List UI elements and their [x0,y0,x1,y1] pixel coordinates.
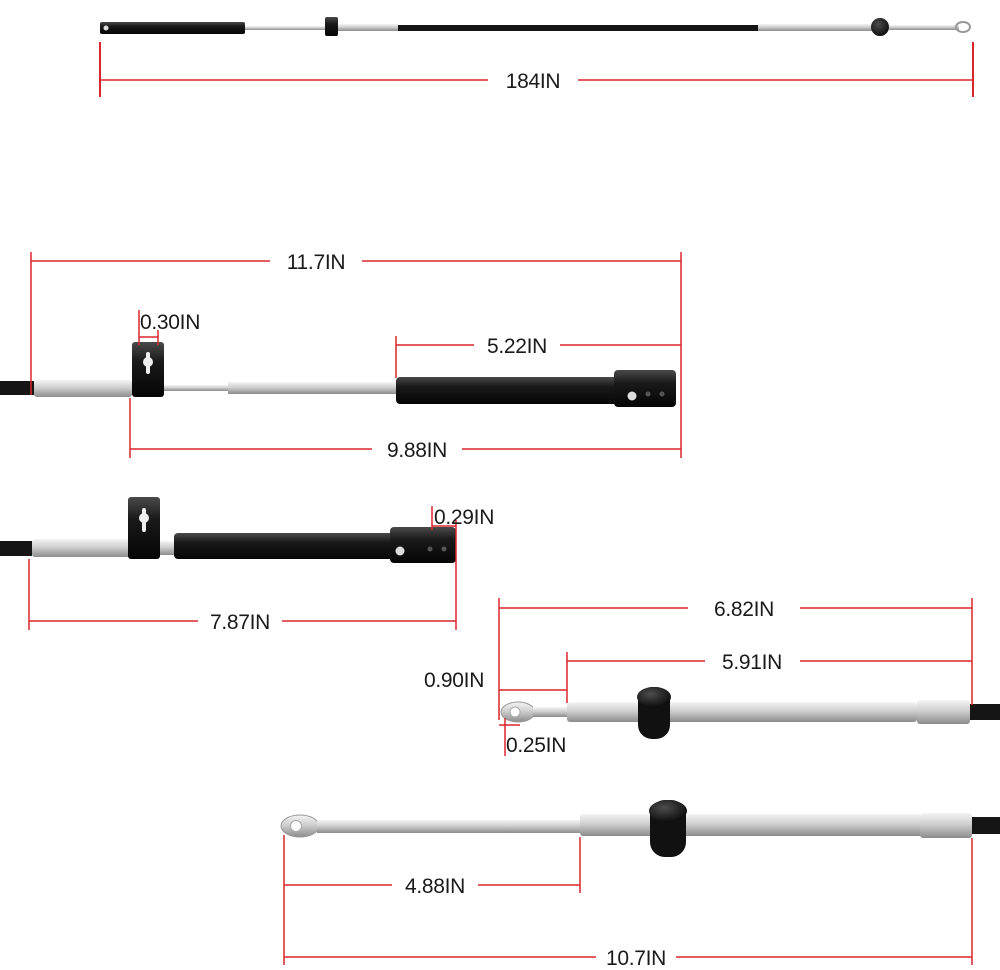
cable-jacket [0,541,32,556]
cable-clamp [325,17,338,36]
dim-label-total-length: 184IN [506,70,561,93]
rod-end-hole [427,546,433,552]
cable-end-hole [103,25,109,31]
rod-end-block [390,527,456,563]
dim-mid-overall: 7.87IN [28,559,456,634]
dim-label-top-sleeve-length: 5.22IN [487,335,547,358]
cable-jacket [0,381,34,395]
dim-label-right-overall: 6.82IN [714,598,774,621]
cable-fitting-right [758,24,873,31]
eye-hole [509,706,521,718]
dim-bottom-eye-to-knob: 4.88IN [284,837,581,898]
dim-total-length: 184IN [99,42,974,97]
bottom-detail-end [280,800,1000,857]
dim-label-top-clamp-width: 0.30IN [140,311,200,334]
inner-rod [228,382,396,394]
chrome-rod [580,814,922,836]
threaded-fitting [32,539,132,557]
eye-shank [317,820,582,833]
dim-top-overall: 11.7IN [30,251,682,458]
chrome-rod [567,702,917,722]
cable-fitting [338,24,398,31]
knob-face [649,800,687,822]
top-detail-end [0,342,676,407]
black-sleeve [174,533,396,559]
dim-top-clamp-width: 0.30IN [138,310,200,345]
dim-label-mid-overall: 7.87IN [210,611,270,634]
cable-end-sleeve-black [100,22,245,34]
dim-top-clamp-to-end: 9.88IN [129,398,681,462]
clamp-hole [143,357,153,367]
black-sleeve [396,377,618,404]
rod-end-hole [659,391,665,397]
cable-rod-right [889,25,959,30]
knob-face [637,687,671,707]
dim-mid-hole-offset: 0.29IN [431,506,494,630]
full-cable-view [100,17,971,36]
rod-end-hole [627,391,637,401]
dim-label-right-eye-length: 0.90IN [424,669,484,692]
dim-label-top-overall: 11.7IN [287,251,346,274]
dim-bottom-overall: 10.7IN [283,835,973,970]
right-detail-end [500,687,1000,739]
rod-end-hole [645,391,651,397]
dim-label-top-clamp-to-end: 9.88IN [387,439,447,462]
cable-eye-end [955,21,971,33]
threaded-rod [164,385,228,391]
dim-right-eye-length: 0.90IN [424,669,567,692]
rod-collar [160,541,174,555]
rod-end-block [614,370,676,407]
dim-label-mid-hole-offset: 0.29IN [434,506,494,529]
threaded-fitting [917,700,970,724]
dim-label-bottom-eye-to-knob: 4.88IN [405,875,465,898]
dim-label-right-hole-diameter: 0.25IN [506,734,566,757]
threaded-fitting [34,380,132,397]
threaded-fitting [920,813,972,838]
clamp-hole [139,513,149,523]
dim-right-hole-diameter: 0.25IN [499,718,566,757]
cable-jacket [398,25,758,31]
eye-shank [533,707,569,717]
rod-end-hole [441,546,447,552]
cable-knob [871,18,889,36]
cable-jacket [970,704,1000,720]
cable-jacket [972,817,1000,834]
middle-detail-end [0,497,456,563]
cable-inner-rod [245,26,325,30]
dim-right-rod-to-end: 5.91IN [566,651,972,703]
dim-label-bottom-overall: 10.7IN [606,947,666,970]
rod-end-hole [395,546,405,556]
eye-hole [290,820,302,832]
dim-top-sleeve-length: 5.22IN [395,335,681,378]
dim-label-right-rod-to-end: 5.91IN [722,651,782,674]
dim-right-overall: 6.82IN [498,598,973,720]
